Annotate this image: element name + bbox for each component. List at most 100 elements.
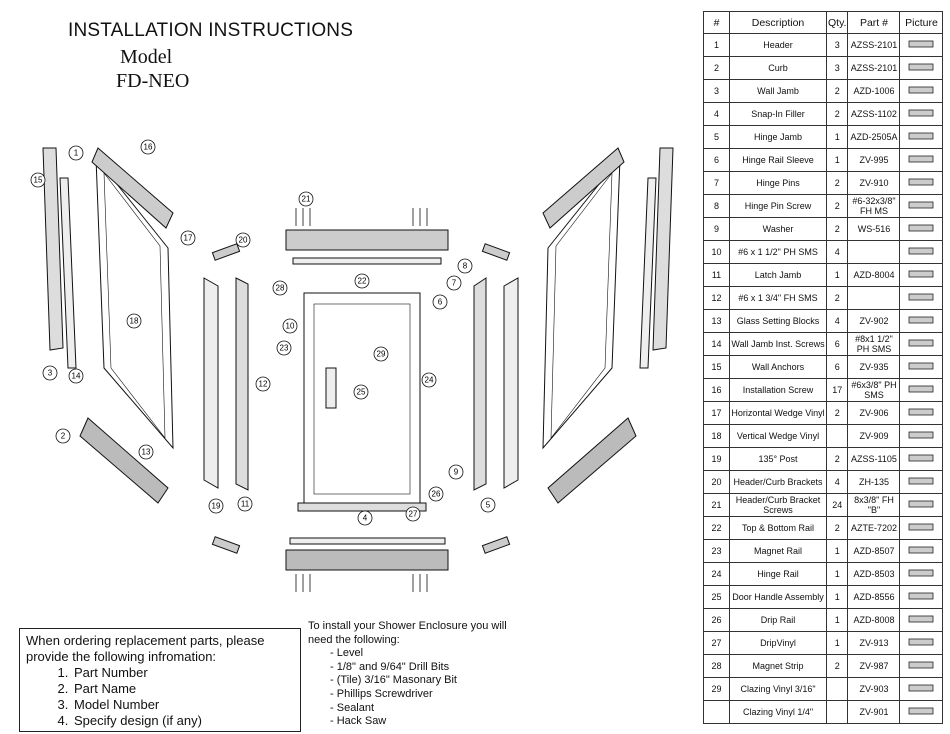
table-cell-desc: Magnet Rail	[729, 539, 827, 563]
svg-text:1: 1	[74, 149, 79, 158]
table-cell-desc: Hinge Rail Sleeve	[729, 148, 827, 172]
table-cell-picture	[899, 654, 944, 678]
table-cell-qty: 6	[825, 355, 849, 379]
table-cell-part: ZV-913	[847, 631, 901, 655]
table-cell-part: AZSS-1102	[847, 102, 901, 126]
glazing-vinyl-icon	[909, 707, 934, 715]
table-cell-desc: Wall Anchors	[729, 355, 827, 379]
table-cell-desc: Hinge Jamb	[729, 125, 827, 149]
magnet-strip-icon	[909, 661, 934, 669]
col-description: Description	[729, 11, 827, 34]
table-cell-qty: 2	[825, 447, 849, 471]
sleeve-icon	[909, 155, 934, 163]
table-cell-part: AZD-2505A	[847, 125, 901, 149]
svg-text:25: 25	[357, 388, 366, 397]
table-cell-num: 27	[703, 631, 730, 655]
col-picture: Picture	[899, 11, 944, 34]
table-cell-part	[847, 286, 901, 310]
table-cell-part: AZSS-1105	[847, 447, 901, 471]
hinge-jamb-icon	[909, 132, 934, 140]
svg-text:23: 23	[280, 344, 289, 353]
table-cell-desc: Wall Jamb	[729, 79, 827, 103]
screw-icon	[909, 500, 934, 508]
table-cell-desc: 135° Post	[729, 447, 827, 471]
table-cell-num: 28	[703, 654, 730, 678]
table-cell-num: 1	[703, 33, 730, 57]
table-cell-num: 18	[703, 424, 730, 448]
table-cell-picture	[899, 378, 944, 402]
table-cell-part: ZV-902	[847, 309, 901, 333]
list-item: 1/8" and 9/64" Drill Bits	[330, 661, 508, 675]
table-cell-qty: 1	[825, 125, 849, 149]
table-cell-part: AZSS-2101	[847, 56, 901, 80]
table-cell-num: 25	[703, 585, 730, 609]
table-cell-desc: Header/Curb Brackets	[729, 470, 827, 494]
svg-text:10: 10	[286, 322, 295, 331]
drip-vinyl-icon	[909, 638, 934, 646]
svg-text:26: 26	[432, 490, 441, 499]
table-cell-num: 10	[703, 240, 730, 264]
table-cell-picture	[899, 424, 944, 448]
svg-text:18: 18	[130, 317, 139, 326]
table-cell-qty: 4	[825, 470, 849, 494]
table-cell-qty: 3	[825, 56, 849, 80]
svg-text:3: 3	[48, 369, 53, 378]
svg-text:5: 5	[486, 501, 491, 510]
table-cell-num: 13	[703, 309, 730, 333]
page-title: INSTALLATION INSTRUCTIONS	[68, 20, 354, 41]
wedge-vinyl-icon	[909, 408, 934, 416]
table-cell-picture	[899, 217, 944, 241]
table-cell-num: 12	[703, 286, 730, 310]
svg-text:8: 8	[463, 262, 468, 271]
svg-text:15: 15	[34, 176, 43, 185]
screw-icon	[909, 293, 934, 301]
table-cell-qty: 1	[825, 562, 849, 586]
table-cell-part: ZV-935	[847, 355, 901, 379]
exploded-diagram: 1 2 3 4 5 6 7 8 9 10 11 12 13 14 15 16 1…	[30, 139, 674, 592]
table-cell-picture	[899, 401, 944, 425]
svg-text:13: 13	[142, 448, 151, 457]
list-item: Sealant	[330, 702, 508, 716]
table-cell-picture	[899, 102, 944, 126]
washer-icon	[909, 224, 934, 232]
table-cell-picture	[899, 194, 944, 218]
table-cell-picture	[899, 677, 944, 701]
table-cell-qty: 24	[825, 493, 849, 517]
curb-profile-icon	[909, 63, 934, 71]
header-profile-icon	[909, 40, 934, 48]
table-cell-desc: Hinge Pin Screw	[729, 194, 827, 218]
ordering-intro: When ordering replacement parts, please …	[26, 633, 265, 664]
svg-text:17: 17	[184, 234, 193, 243]
drawing-frame: INSTALLATION INSTRUCTIONS Model FD-NEO	[8, 8, 703, 732]
list-item: (Tile) 3/16" Masonary Bit	[330, 674, 508, 688]
table-cell-desc: DripVinyl	[729, 631, 827, 655]
table-cell-part: ZV-906	[847, 401, 901, 425]
table-cell-num: 23	[703, 539, 730, 563]
snap-in-filler-icon	[909, 109, 934, 117]
table-cell-num: 7	[703, 171, 730, 195]
svg-text:12: 12	[259, 380, 268, 389]
svg-text:11: 11	[241, 500, 250, 509]
table-cell-qty: 2	[825, 79, 849, 103]
list-item: Level	[330, 647, 508, 661]
table-cell-qty: 2	[825, 217, 849, 241]
table-cell-qty: 6	[825, 332, 849, 356]
table-cell-num: 21	[703, 493, 730, 517]
table-cell-qty	[825, 677, 849, 701]
